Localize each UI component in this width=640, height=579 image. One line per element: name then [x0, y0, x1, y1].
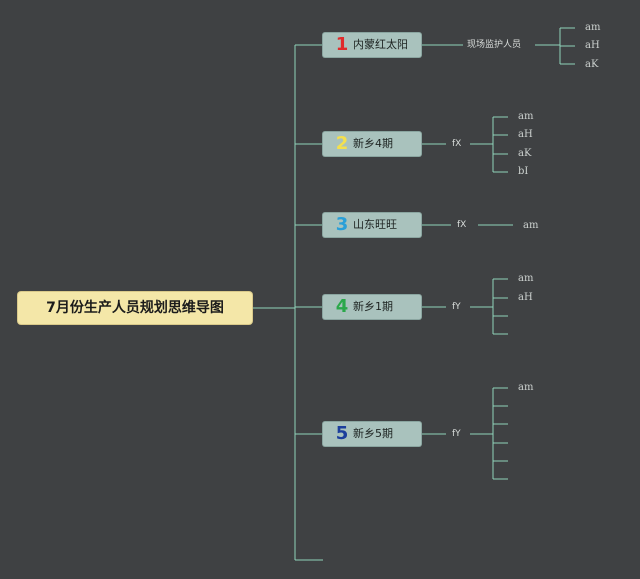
branch-label: 山东旺旺 — [353, 218, 397, 231]
branch-node-4[interactable]: 4 新乡1期 — [323, 295, 421, 319]
leaf-label[interactable]: am — [518, 111, 534, 122]
leaf-label[interactable]: aH — [585, 40, 600, 51]
leaf-label[interactable]: aK — [585, 59, 599, 70]
leaf-label[interactable]: am — [518, 382, 534, 393]
branch-number: 5 — [335, 423, 349, 444]
branch-label: 内蒙红太阳 — [353, 38, 408, 51]
branch-node-3[interactable]: 3 山东旺旺 — [323, 213, 421, 237]
leaf-label[interactable]: am — [523, 220, 539, 231]
root-node[interactable]: 7月份生产人员规划思维导图 — [18, 292, 252, 324]
branch-node-5[interactable]: 5 新乡5期 — [323, 422, 421, 446]
mid-label-2[interactable]: fX — [452, 139, 462, 149]
branch-number: 1 — [335, 34, 349, 55]
branch-node-2[interactable]: 2 新乡4期 — [323, 132, 421, 156]
mid-label-5[interactable]: fY — [452, 429, 461, 439]
branch-label: 新乡5期 — [353, 427, 393, 440]
mid-label-4[interactable]: fY — [452, 302, 461, 312]
leaf-label[interactable]: aK — [518, 148, 532, 159]
branch-number: 3 — [335, 214, 349, 235]
branch-number: 4 — [335, 296, 349, 317]
leaf-label[interactable]: aH — [518, 129, 533, 140]
mid-label-1[interactable]: 现场监护人员 — [467, 40, 522, 50]
leaf-label[interactable]: aH — [518, 292, 533, 303]
mid-label-3[interactable]: fX — [457, 220, 467, 230]
branch-node-1[interactable]: 1 内蒙红太阳 — [323, 33, 421, 57]
branch-label: 新乡4期 — [353, 137, 393, 150]
leaf-label[interactable]: am — [518, 273, 534, 284]
branch-number: 2 — [335, 133, 349, 154]
branch-label: 新乡1期 — [353, 300, 393, 313]
leaf-label[interactable]: am — [585, 22, 601, 33]
leaf-label[interactable]: bI — [518, 166, 529, 177]
